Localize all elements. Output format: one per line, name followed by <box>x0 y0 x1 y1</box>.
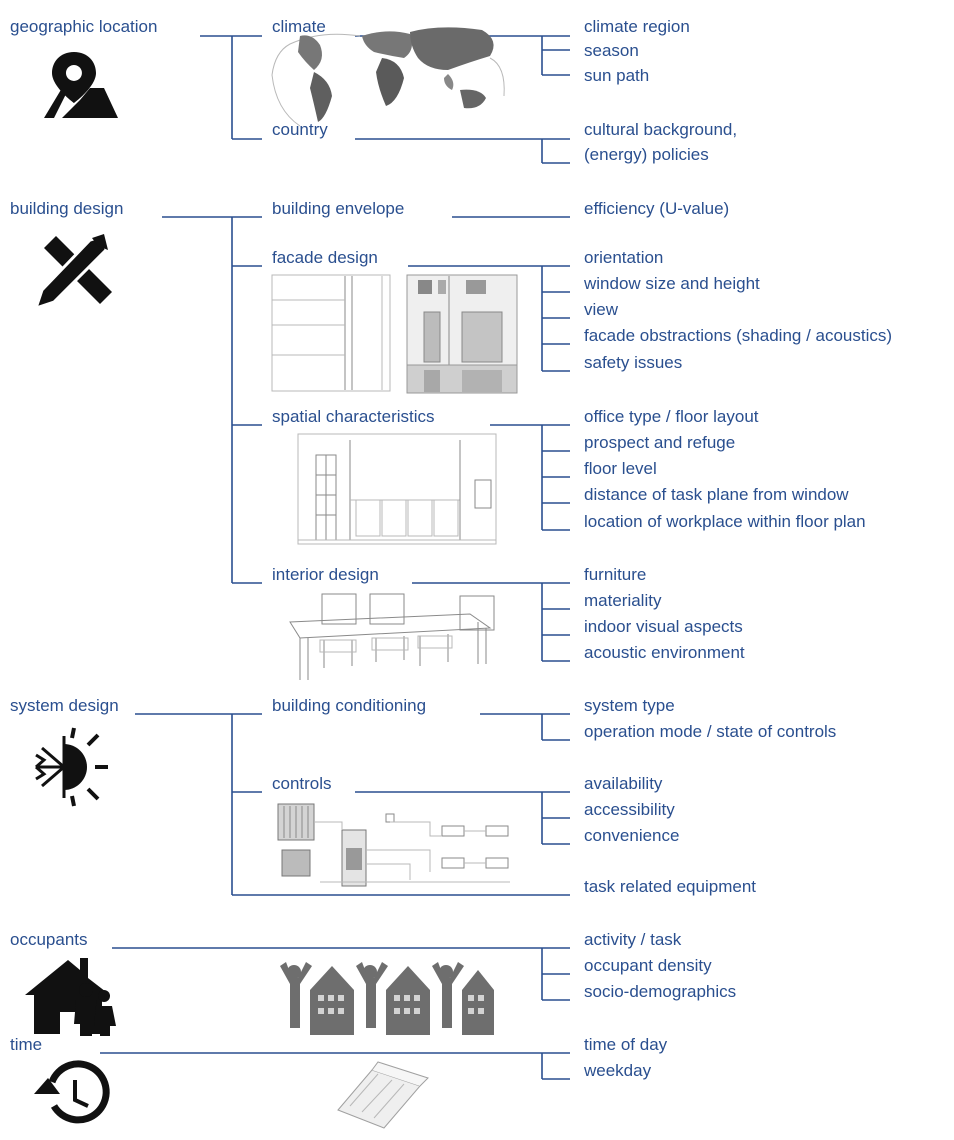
sub-building-envelope: building envelope <box>272 199 404 218</box>
factor-item: availability <box>584 774 663 793</box>
sub-facade-design: facade design <box>272 248 378 267</box>
office-interior-image <box>297 433 497 545</box>
dining-table-image <box>289 593 495 680</box>
factor-item: orientation <box>584 248 663 267</box>
factor-item: accessibility <box>584 800 675 819</box>
factors-spatial: office type / floor layout prospect and … <box>584 407 866 531</box>
sub-building-conditioning: building conditioning <box>272 696 426 715</box>
factor-item: occupant density <box>584 956 712 975</box>
sub-interior-design: interior design <box>272 565 379 584</box>
factors-envelope: efficiency (U-value) <box>584 199 729 218</box>
factor-item: materiality <box>584 591 662 610</box>
factors-climate: climate region season sun path <box>584 17 690 85</box>
factor-item: efficiency (U-value) <box>584 199 729 218</box>
factor-item: operation mode / state of controls <box>584 722 836 741</box>
factor-item: activity / task <box>584 930 682 949</box>
house-family-icon <box>25 958 116 1036</box>
sub-controls: controls <box>272 774 332 793</box>
factor-item: location of workplace within floor plan <box>584 512 866 531</box>
factors-conditioning: system type operation mode / state of co… <box>584 696 836 741</box>
factor-item: facade obstractions (shading / acoustics… <box>584 326 892 345</box>
factor-item: indoor visual aspects <box>584 617 743 636</box>
factor-item: prospect and refuge <box>584 433 735 452</box>
open-book-image <box>337 1061 429 1129</box>
map-pin-icon <box>44 52 118 118</box>
factor-item: furniture <box>584 565 646 584</box>
factor-item: climate region <box>584 17 690 36</box>
sub-climate: climate <box>272 17 326 36</box>
factors-controls: availability accessibility convenience t… <box>584 774 756 896</box>
factors-interior: furniture materiality indoor visual aspe… <box>584 565 745 662</box>
occupants-crowd-image <box>280 962 494 1035</box>
factor-item: safety issues <box>584 353 682 372</box>
factor-item: window size and height <box>583 274 760 293</box>
facade-image <box>271 274 518 394</box>
factor-item: socio-demographics <box>584 982 736 1001</box>
category-building-design: building design <box>10 199 123 218</box>
factors-time: time of day weekday <box>583 1035 668 1080</box>
factor-item: (energy) policies <box>584 145 709 164</box>
factor-item: time of day <box>584 1035 668 1054</box>
factor-item: view <box>584 300 619 319</box>
clock-history-icon <box>34 1060 110 1124</box>
factor-item: acoustic environment <box>584 643 745 662</box>
sub-spatial-characteristics: spatial characteristics <box>272 407 435 426</box>
factors-facade: orientation window size and height view … <box>583 248 892 372</box>
factors-occupants: activity / task occupant density socio-d… <box>584 930 736 1001</box>
factors-country: cultural background, (energy) policies <box>584 120 737 164</box>
category-system-design: system design <box>10 696 119 715</box>
pencil-ruler-icon <box>33 234 112 311</box>
factor-item: floor level <box>584 459 657 478</box>
sub-country: country <box>272 120 328 139</box>
factor-item-task-equipment: task related equipment <box>584 877 756 896</box>
category-geographic-location: geographic location <box>10 17 157 36</box>
factor-item: cultural background, <box>584 120 737 139</box>
factor-item: distance of task plane from window <box>584 485 849 504</box>
factor-item: season <box>584 41 639 60</box>
factor-item: convenience <box>584 826 679 845</box>
factor-item: system type <box>584 696 675 715</box>
factor-item: sun path <box>584 66 649 85</box>
world-map-image <box>271 27 505 127</box>
connector-lines <box>100 35 570 1080</box>
category-time: time <box>10 1035 42 1054</box>
controls-schematic-image <box>277 803 510 887</box>
factor-item: office type / floor layout <box>584 407 759 426</box>
category-occupants: occupants <box>10 930 88 949</box>
snowflake-sun-icon <box>35 727 108 807</box>
factor-item: weekday <box>583 1061 652 1080</box>
